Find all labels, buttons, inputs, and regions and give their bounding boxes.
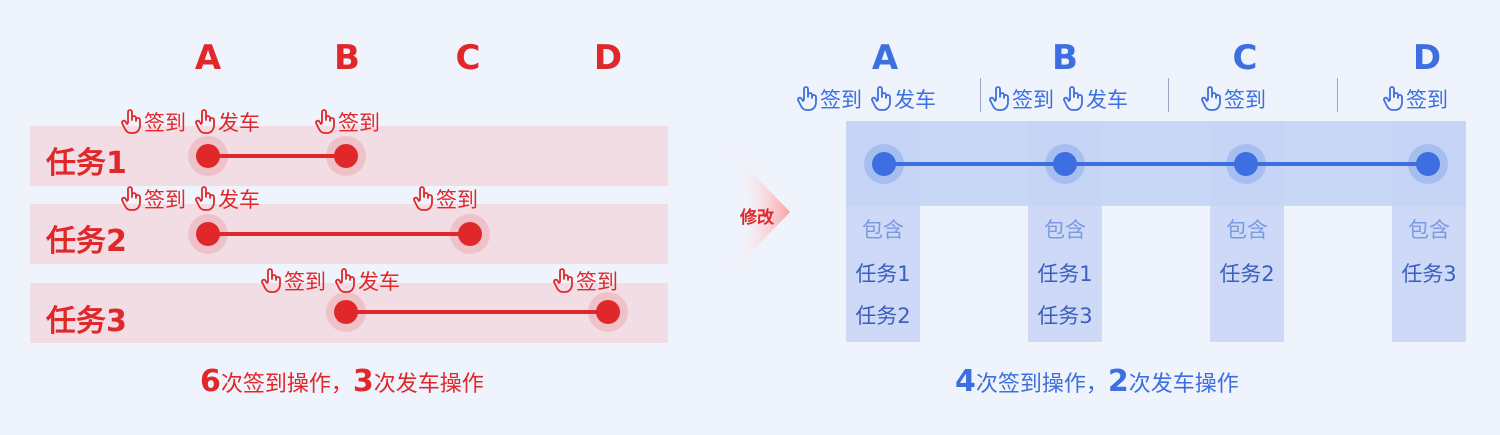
task2-action-checkin: 签到 xyxy=(412,184,478,214)
departure-label: 发车 xyxy=(358,270,400,294)
left-column-b: B xyxy=(334,38,360,78)
hand-pointer-icon xyxy=(796,86,818,112)
modify-label: 修改 xyxy=(740,208,774,228)
merged-dot-d xyxy=(1416,152,1440,176)
merged-line xyxy=(884,162,1428,166)
hand-pointer-icon xyxy=(552,268,574,294)
hand-pointer-icon xyxy=(194,109,216,135)
separator xyxy=(1337,78,1338,112)
hand-pointer-icon xyxy=(260,268,282,294)
checkin-label: 签到 xyxy=(144,111,186,135)
column-d-include-label: 包含 xyxy=(1408,218,1450,242)
left-summary: 6次签到操作，3次发车操作 xyxy=(200,364,484,399)
column-b-task: 任务3 xyxy=(1037,304,1093,328)
checkin-label: 签到 xyxy=(1012,88,1054,112)
task2-line xyxy=(208,232,470,236)
task1-dot-b xyxy=(334,144,358,168)
right-column-c: C xyxy=(1232,38,1258,78)
task1-label: 任务1 xyxy=(46,146,127,181)
hand-pointer-icon xyxy=(988,86,1010,112)
column-d-task: 任务3 xyxy=(1401,262,1457,286)
right-action-b: 签到 发车 xyxy=(988,84,1128,114)
right-summary: 4次签到操作，2次发车操作 xyxy=(955,364,1239,399)
task3-label: 任务3 xyxy=(46,304,127,339)
checkin-label: 签到 xyxy=(144,188,186,212)
hand-pointer-icon xyxy=(120,109,142,135)
column-c-include-label: 包含 xyxy=(1226,218,1268,242)
left-departure-text: 次发车操作 xyxy=(373,372,484,397)
checkin-label: 签到 xyxy=(1406,88,1448,112)
checkin-label: 签到 xyxy=(576,270,618,294)
departure-label: 发车 xyxy=(1086,88,1128,112)
column-b-include-label: 包含 xyxy=(1044,218,1086,242)
left-checkin-count: 6 xyxy=(200,364,221,399)
right-column-b: B xyxy=(1052,38,1078,78)
column-c-task: 任务2 xyxy=(1219,262,1275,286)
merged-dot-c xyxy=(1234,152,1258,176)
checkin-label: 签到 xyxy=(820,88,862,112)
hand-pointer-icon xyxy=(194,186,216,212)
task3-action-checkin-departure: 签到 发车 xyxy=(260,266,400,296)
task2-label: 任务2 xyxy=(46,224,127,259)
right-action-a: 签到 发车 xyxy=(796,84,936,114)
checkin-label: 签到 xyxy=(284,270,326,294)
departure-label: 发车 xyxy=(894,88,936,112)
hand-pointer-icon xyxy=(1200,86,1222,112)
right-action-c: 签到 xyxy=(1200,84,1266,114)
right-departure-text: 次发车操作 xyxy=(1128,372,1239,397)
hand-pointer-icon xyxy=(412,186,434,212)
task1-action-checkin-departure: 签到 发车 xyxy=(120,107,260,137)
arrow-right-icon xyxy=(732,152,790,272)
right-column-a: A xyxy=(871,38,899,78)
task3-line xyxy=(346,310,608,314)
left-departure-count: 3 xyxy=(352,364,374,399)
right-column-d: D xyxy=(1412,38,1442,78)
merged-dot-b xyxy=(1053,152,1077,176)
separator xyxy=(1168,78,1169,112)
task3-dot-d xyxy=(596,300,620,324)
column-a-task: 任务1 xyxy=(855,262,911,286)
task3-action-checkin: 签到 xyxy=(552,266,618,296)
hand-pointer-icon xyxy=(120,186,142,212)
hand-pointer-icon xyxy=(1062,86,1084,112)
checkin-label: 签到 xyxy=(1224,88,1266,112)
checkin-label: 签到 xyxy=(338,111,380,135)
task1-action-checkin: 签到 xyxy=(314,107,380,137)
task2-dot-c xyxy=(458,222,482,246)
hand-pointer-icon xyxy=(334,268,356,294)
task3-dot-b xyxy=(334,300,358,324)
separator xyxy=(980,78,981,112)
task1-dot-a xyxy=(196,144,220,168)
left-column-c: C xyxy=(455,38,481,78)
hand-pointer-icon xyxy=(1382,86,1404,112)
column-b-task: 任务1 xyxy=(1037,262,1093,286)
merged-dot-a xyxy=(872,152,896,176)
column-a-include-label: 包含 xyxy=(862,218,904,242)
checkin-label: 签到 xyxy=(436,188,478,212)
right-action-d: 签到 xyxy=(1382,84,1448,114)
left-column-a: A xyxy=(194,38,222,78)
departure-label: 发车 xyxy=(218,188,260,212)
right-departure-count: 2 xyxy=(1107,364,1129,399)
task1-line xyxy=(208,154,346,158)
left-column-d: D xyxy=(593,38,623,78)
hand-pointer-icon xyxy=(870,86,892,112)
task2-dot-a xyxy=(196,222,220,246)
hand-pointer-icon xyxy=(314,109,336,135)
right-checkin-count: 4 xyxy=(955,364,976,399)
column-a-task: 任务2 xyxy=(855,304,911,328)
task2-action-checkin-departure: 签到 发车 xyxy=(120,184,260,214)
departure-label: 发车 xyxy=(218,111,260,135)
right-checkin-text: 次签到操作， xyxy=(975,372,1108,397)
left-checkin-text: 次签到操作， xyxy=(220,372,353,397)
